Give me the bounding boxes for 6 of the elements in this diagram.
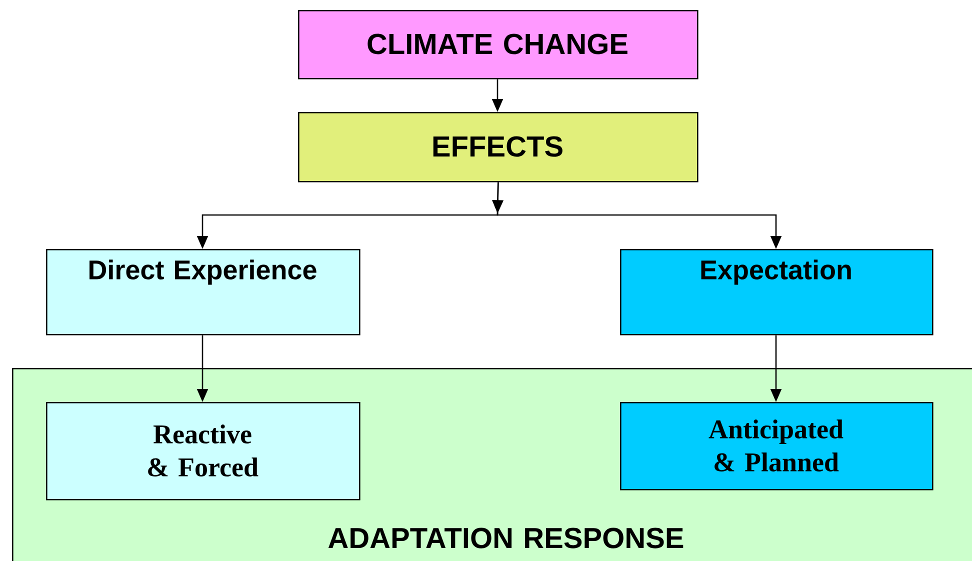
process-box: Expectation <box>620 248 934 336</box>
title-box: CLIMATE CHANGE <box>298 10 698 80</box>
process-box: Anticipated & Planned <box>620 402 934 490</box>
process-box: Direct Experience <box>46 248 360 336</box>
process-box: EFFECTS <box>298 112 698 182</box>
process-box: Reactive & Forced <box>46 402 360 500</box>
